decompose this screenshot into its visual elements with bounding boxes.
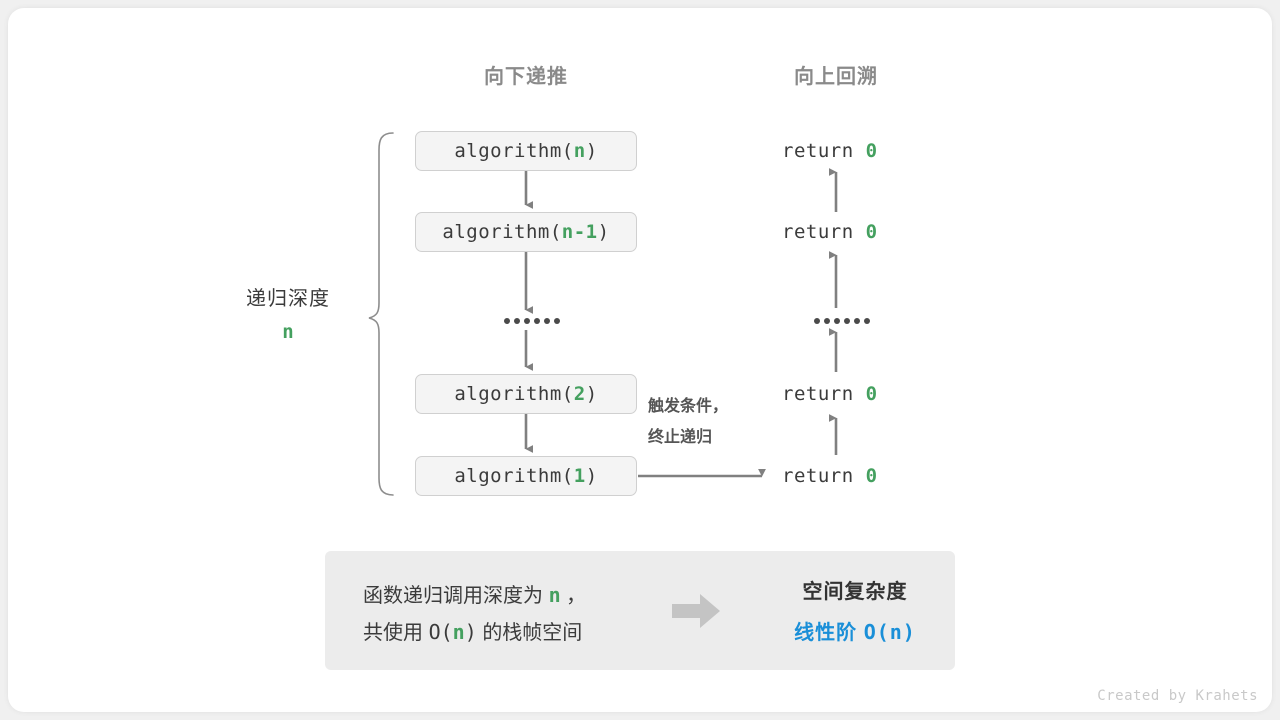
- summary-complexity-title: 空间复杂度: [802, 581, 908, 603]
- call-frame-arg: n-1: [561, 221, 598, 243]
- summary-complexity-value: 线性阶 O(n): [755, 616, 955, 645]
- termination-note-line1: 触发条件，: [648, 398, 729, 415]
- return-statement: return 0: [782, 140, 878, 162]
- call-frame-arg: 1: [573, 465, 586, 487]
- summary-line2-text-a: 共使用: [363, 622, 423, 644]
- call-frame-box[interactable]: algorithm(n-1): [415, 212, 637, 252]
- call-frame-prefix: algorithm(: [454, 140, 574, 162]
- call-frame-box[interactable]: algorithm(n): [415, 131, 637, 171]
- ellipsis-dots-down: [504, 318, 560, 324]
- return-keyword: return: [782, 465, 854, 487]
- summary-line1-text-b: ，: [566, 585, 587, 607]
- recursion-depth-label: 递归深度 n: [178, 282, 398, 343]
- return-statement: return 0: [782, 465, 878, 487]
- column-header-downward: 向下递推: [484, 66, 568, 88]
- call-frame-box[interactable]: algorithm(1): [415, 456, 637, 496]
- return-keyword: return: [782, 221, 854, 243]
- return-value: 0: [865, 140, 878, 162]
- summary-result: 空间复杂度 线性阶 O(n): [755, 575, 955, 645]
- summary-panel: 函数递归调用深度为 n ， 共使用 O(n) 的栈帧空间 空间复杂度 线性阶 O…: [325, 551, 955, 670]
- summary-order-label: 线性阶: [794, 622, 858, 644]
- return-statement: return 0: [782, 221, 878, 243]
- summary-line1-n: n: [548, 583, 561, 607]
- summary-bigo-close: ): [464, 620, 477, 644]
- call-frame-arg: n: [573, 140, 586, 162]
- call-frame-suffix: ): [585, 465, 598, 487]
- termination-note: 触发条件， 终止递归: [648, 391, 728, 453]
- return-statement: return 0: [782, 383, 878, 405]
- termination-note-line2: 终止递归: [648, 429, 713, 446]
- summary-description: 函数递归调用深度为 n ， 共使用 O(n) 的栈帧空间: [363, 577, 586, 651]
- ellipsis-dots-up: [814, 318, 870, 324]
- return-value: 0: [865, 465, 878, 487]
- summary-line1-text-a: 函数递归调用深度为: [363, 585, 543, 607]
- credit-text: Created by Krahets: [1097, 688, 1258, 704]
- call-frame-prefix: algorithm(: [442, 221, 562, 243]
- recursion-depth-value: n: [282, 321, 294, 343]
- call-frame-suffix: ): [585, 140, 598, 162]
- summary-line-2: 共使用 O(n) 的栈帧空间: [363, 614, 586, 651]
- call-frame-suffix: ): [585, 383, 598, 405]
- summary-line-1: 函数递归调用深度为 n ，: [363, 577, 586, 614]
- column-header-upward: 向上回溯: [794, 66, 878, 88]
- call-frame-arg: 2: [573, 383, 586, 405]
- return-value: 0: [865, 221, 878, 243]
- summary-bigo-open: O(: [428, 620, 453, 644]
- recursion-depth-text: 递归深度: [246, 288, 330, 310]
- summary-order-notation: O(n): [863, 620, 916, 644]
- right-arrow-icon: [672, 594, 720, 628]
- call-frame-box[interactable]: algorithm(2): [415, 374, 637, 414]
- summary-line2-n: n: [452, 620, 465, 644]
- return-value: 0: [865, 383, 878, 405]
- call-frame-suffix: ): [597, 221, 610, 243]
- call-frame-prefix: algorithm(: [454, 465, 574, 487]
- return-keyword: return: [782, 383, 854, 405]
- call-frame-prefix: algorithm(: [454, 383, 574, 405]
- summary-line2-text-b: 的栈帧空间: [482, 622, 583, 644]
- return-keyword: return: [782, 140, 854, 162]
